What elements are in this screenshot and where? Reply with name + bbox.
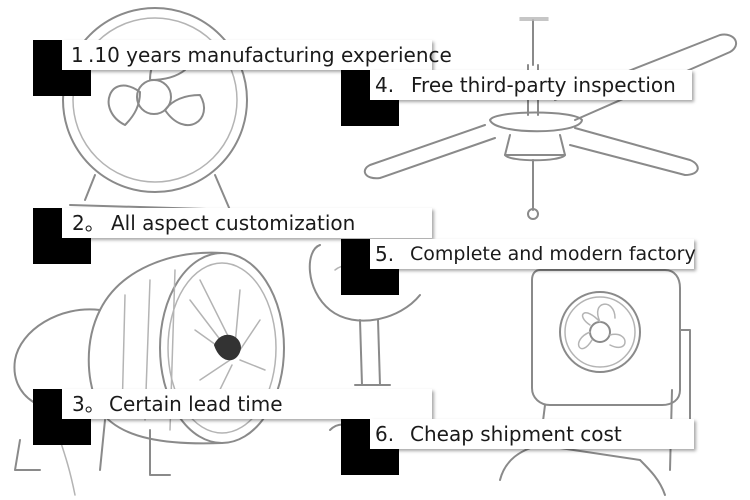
feature-number-5: 5. — [375, 242, 395, 266]
feature-text-2: All aspect customization — [111, 211, 356, 235]
feature-label-6: 6. Cheap shipment cost — [370, 419, 694, 449]
feature-text-3: Certain lead time — [109, 392, 283, 416]
feature-text-4: Free third-party inspection — [411, 73, 676, 97]
jet-engine-sketch — [13, 251, 285, 496]
feature-number-2: 2。 — [72, 211, 105, 235]
feature-number-3: 3。 — [72, 392, 105, 416]
feature-number-4: 4. — [375, 73, 395, 97]
feature-label-4: 4. Free third-party inspection — [370, 70, 692, 100]
box-fan-sketch — [499, 269, 691, 496]
feature-text-6: Cheap shipment cost — [410, 422, 622, 446]
feature-number-6: 6. — [375, 422, 395, 446]
feature-number-1: 1 — [71, 43, 84, 67]
feature-label-5: 5. Complete and modern factory — [370, 239, 696, 269]
desk-fan-sketch — [62, 7, 248, 211]
feature-label-1: 1 .10 years manufacturing experience — [62, 40, 452, 70]
feature-label-2: 2。 All aspect customization — [62, 208, 432, 238]
feature-text-5: Complete and modern factory — [410, 243, 696, 265]
feature-text-1: .10 years manufacturing experience — [88, 43, 452, 67]
feature-label-3: 3。 Certain lead time — [62, 389, 432, 419]
